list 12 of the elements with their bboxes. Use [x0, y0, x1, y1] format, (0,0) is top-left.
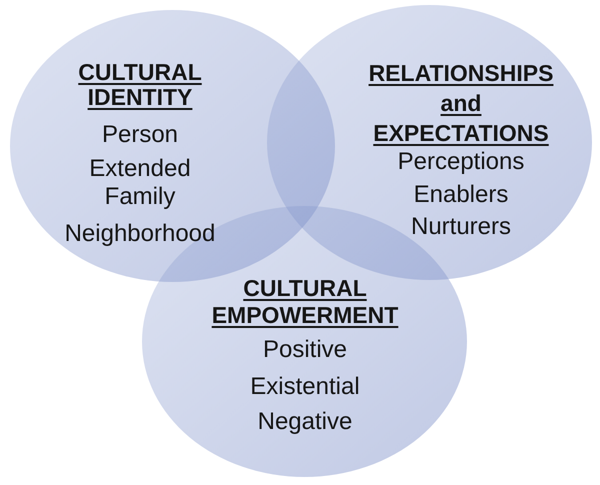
circle-item: Person [100, 121, 180, 148]
circle-item: Positive [262, 336, 348, 363]
circle-heading: CULTURAL IDENTITY [77, 60, 203, 110]
circle-item: Existential [249, 373, 361, 400]
circle-item: Negative [256, 408, 354, 435]
circle-item: Neighborhood [64, 220, 216, 247]
circle-heading: RELATIONSHIPS and EXPECTATIONS [368, 59, 554, 148]
circle-item: Perceptions [396, 148, 526, 175]
circle-item: Nurturers [410, 213, 512, 240]
circle-item: Enablers [412, 181, 510, 208]
circle-heading: CULTURAL EMPOWERMENT [210, 275, 400, 329]
circle-item: Extended Family [88, 155, 192, 211]
